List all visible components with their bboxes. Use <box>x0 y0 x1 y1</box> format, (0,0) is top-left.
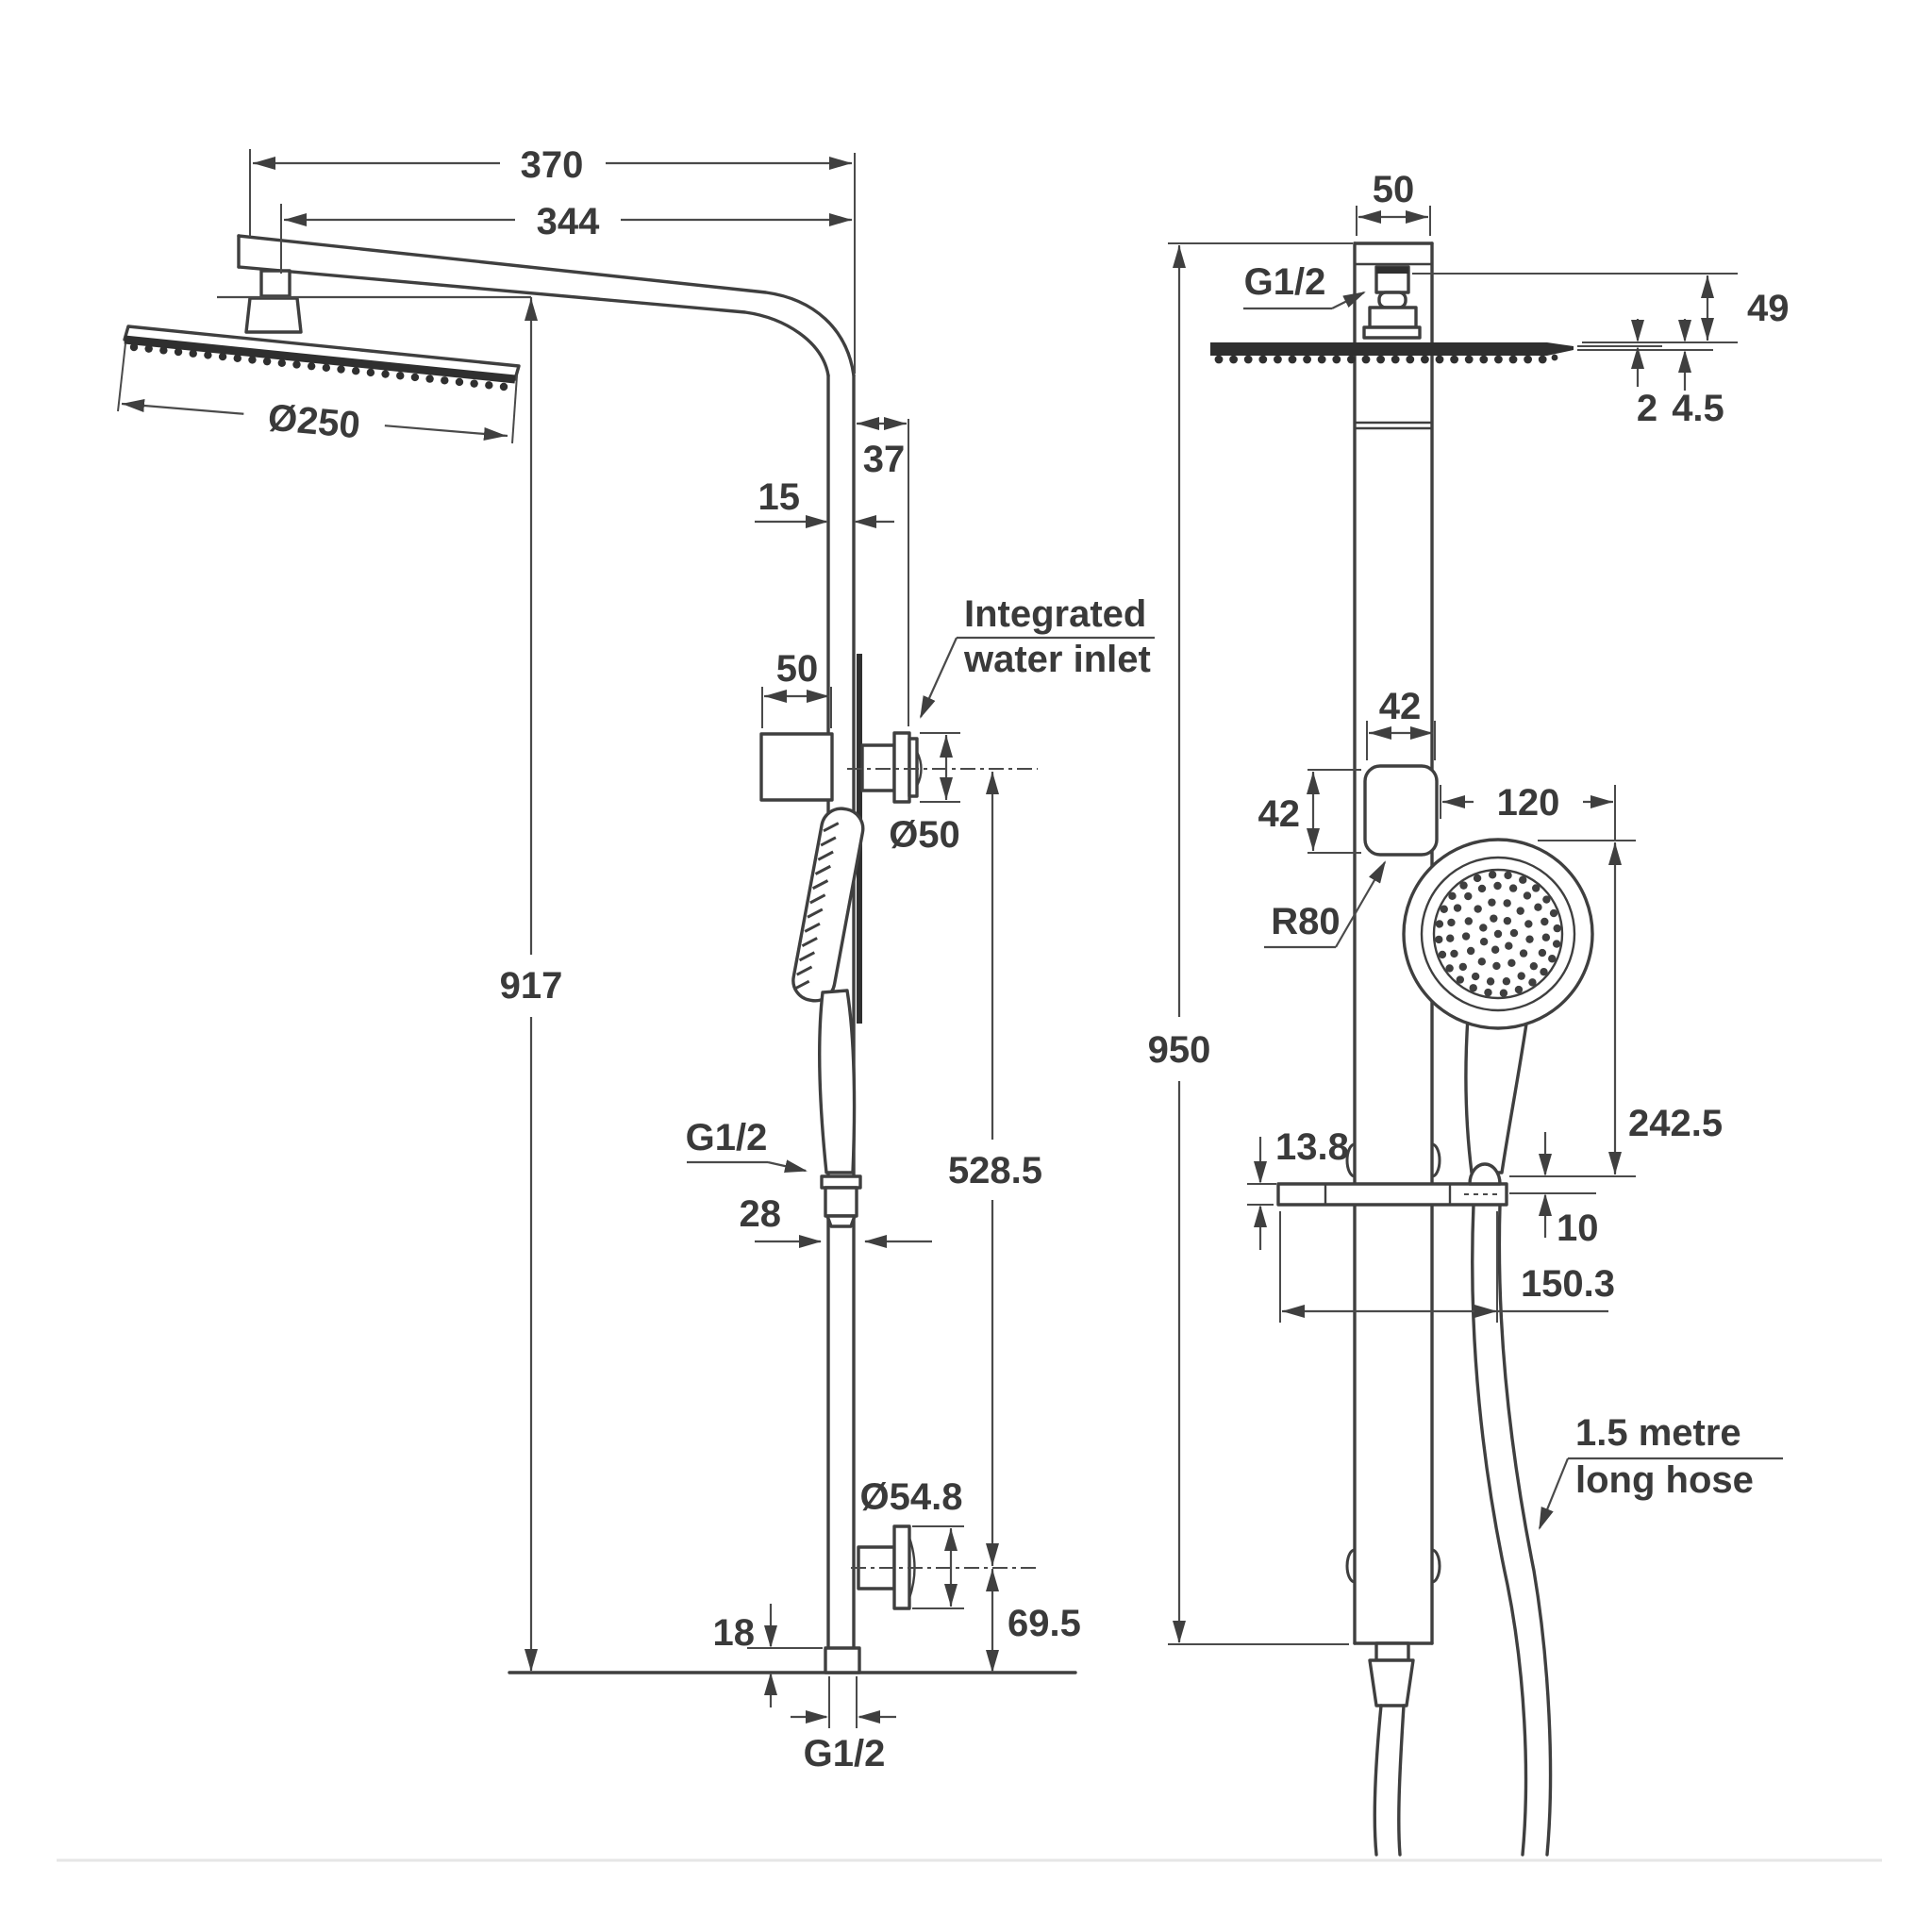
dim-inlet-to-elbow: 528.5 <box>948 1150 1042 1191</box>
dim-bracket-depth: 50 <box>776 648 819 690</box>
dim-holder-radius: R80 <box>1271 901 1340 942</box>
dim-head-drop: 49 <box>1747 288 1790 329</box>
note-hose-line2: long hose <box>1575 1459 1754 1501</box>
shower-arm-top <box>237 234 856 377</box>
hand-shower-holder <box>1363 764 1439 857</box>
note-hose-line1: 1.5 metre <box>1575 1412 1741 1454</box>
rain-head-front <box>1210 342 1574 356</box>
dim-hand-shower-length: 242.5 <box>1628 1103 1723 1144</box>
outlet-collar-front <box>1374 1641 1410 1662</box>
rain-head-nozzles-front <box>1214 354 1558 364</box>
inlet-flange <box>892 731 911 804</box>
dim-column-height-front: 950 <box>1148 1029 1211 1071</box>
shelf <box>1276 1182 1508 1207</box>
dim-elbow-height: 69.5 <box>1008 1603 1081 1644</box>
hand-shower-handle-side <box>818 989 857 1174</box>
top-joint-dome <box>1377 291 1407 309</box>
dim-column-width-front: 50 <box>1373 169 1415 210</box>
head-joint-upper <box>259 269 291 298</box>
note-inlet-line2: water inlet <box>963 639 1151 680</box>
dim-head-plate: 4.5 <box>1672 388 1724 429</box>
hand-shower-head-side <box>791 807 865 1003</box>
dim-overall-width: 370 <box>521 144 584 186</box>
dim-inlet-diameter: Ø50 <box>889 814 960 856</box>
hand-shower-nut-taper <box>825 1214 857 1228</box>
outlet-hose-left <box>1373 1704 1383 1857</box>
dim-outlet-thread: G1/2 <box>804 1733 886 1774</box>
dim-top-thread: G1/2 <box>1244 261 1326 303</box>
hand-shower-nut-collar <box>820 1174 862 1190</box>
hand-shower-spray-face <box>793 822 840 991</box>
dim-wall-offset: 37 <box>863 439 906 480</box>
dim-hand-thread: G1/2 <box>686 1117 768 1158</box>
hand-shower-bracket <box>759 732 834 802</box>
rain-head-face <box>124 335 516 384</box>
outlet-hose-right <box>1397 1704 1406 1857</box>
column-clips <box>1345 1142 1441 1584</box>
top-joint-flare <box>1362 325 1422 340</box>
dim-column-depth: 15 <box>758 476 801 518</box>
dim-holder-width: 42 <box>1379 686 1422 727</box>
front-view: 50 G1/2 49 2 4.5 42 42 <box>1148 169 1790 1857</box>
hand-shower-ring <box>1420 856 1576 1012</box>
hand-shower-side <box>791 807 865 1003</box>
hand-shower-nut <box>824 1186 858 1218</box>
top-thread-dark <box>1376 267 1408 274</box>
dim-shelf-width: 150.3 <box>1521 1263 1615 1305</box>
dim-connector-width: 28 <box>740 1193 782 1235</box>
hand-shower-handle-front <box>1464 1009 1530 1174</box>
dim-base-offset: 18 <box>713 1612 756 1654</box>
dim-head-diameter: Ø250 <box>266 397 361 447</box>
shower-arm-bottom <box>237 265 830 377</box>
hose-inner <box>1497 1203 1553 1857</box>
rain-head-nozzles-side <box>129 342 508 391</box>
dim-holder-to-hand: 120 <box>1497 782 1560 824</box>
dim-arm-reach: 344 <box>537 201 600 242</box>
outlet-nut-front <box>1368 1658 1415 1707</box>
side-view: 370 344 Ø250 917 15 <box>117 142 1155 1774</box>
dim-shelf-thickness: 13.8 <box>1275 1126 1349 1168</box>
dim-holder-height: 42 <box>1258 793 1301 835</box>
hose-outer <box>1471 1203 1528 1857</box>
hand-shower-tip-dome <box>1468 1162 1502 1186</box>
hand-shower-nozzles <box>1435 871 1561 997</box>
dim-head-lip: 2 <box>1637 388 1657 429</box>
hand-shower-face <box>1432 868 1564 1000</box>
top-joint-cup <box>1368 306 1418 329</box>
note-inlet-line1: Integrated <box>964 593 1146 635</box>
inlet-cap <box>915 751 923 787</box>
outlet-collar <box>824 1646 861 1674</box>
dim-column-height-side: 917 <box>500 965 563 1007</box>
dim-elbow-diameter: Ø54.8 <box>860 1476 963 1518</box>
head-joint-lower <box>244 296 303 334</box>
dim-shelf-gap: 10 <box>1557 1208 1599 1249</box>
inlet-washer <box>908 737 919 798</box>
